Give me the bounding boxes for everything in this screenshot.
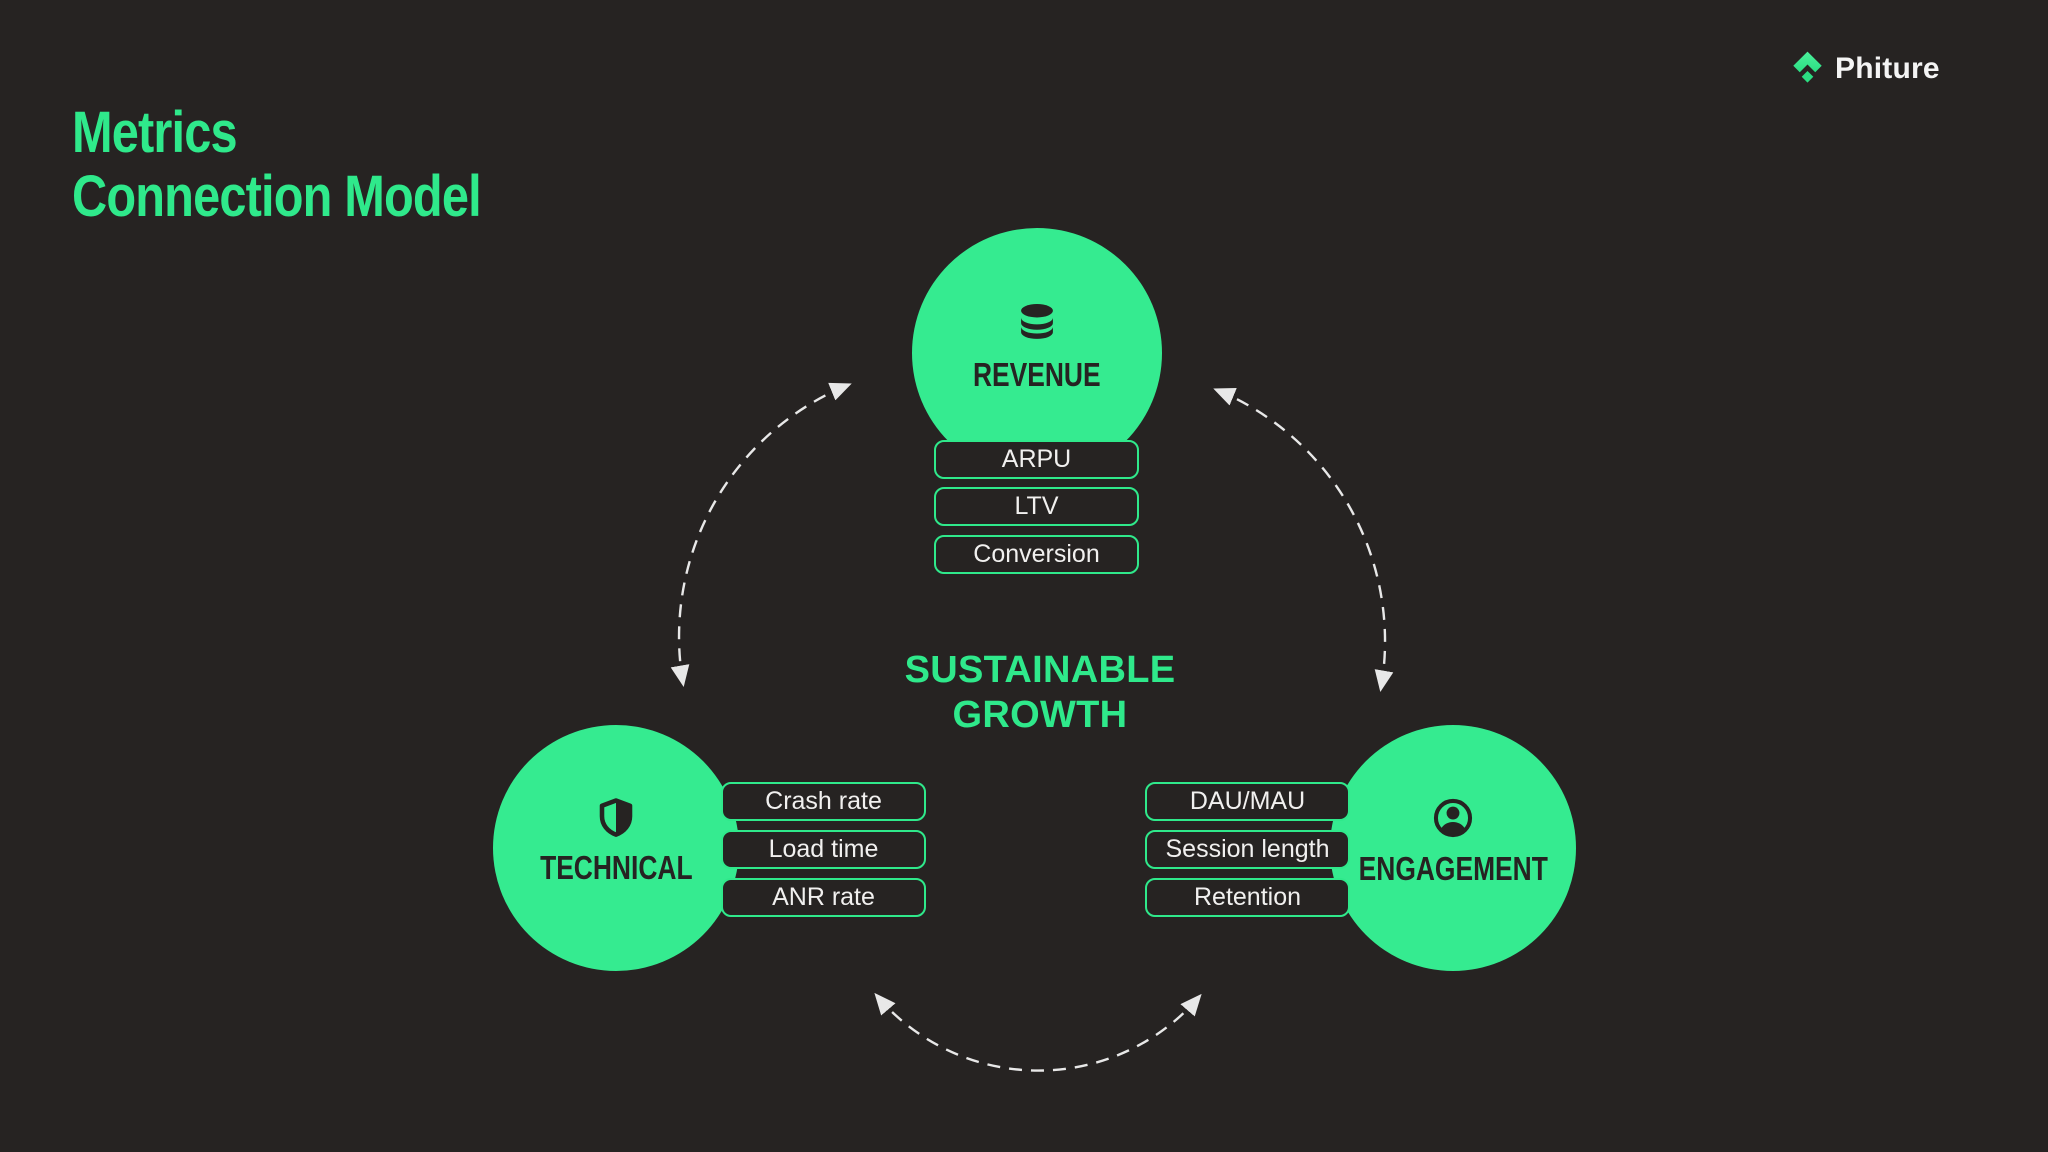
page-title-line2: Connection Model <box>72 163 482 229</box>
arrow-technical-revenue <box>670 382 852 687</box>
center-label-line2: GROWTH <box>952 694 1128 736</box>
page-title-line1: Metrics <box>72 99 238 165</box>
center-label-line1: SUSTAINABLE <box>904 649 1176 691</box>
database-icon <box>1021 304 1053 339</box>
sustainable-growth-label: SUSTAINABLE GROWTH <box>840 648 1240 738</box>
node-engagement: ENGAGEMENT <box>1330 725 1576 971</box>
page-title: Metrics Connection Model <box>72 99 482 229</box>
metric-pill-crash-rate: Crash rate <box>721 782 926 821</box>
brand-name: Phiture <box>1835 52 1940 85</box>
arrow-technical-engagement <box>874 992 1202 1072</box>
shield-icon <box>599 798 633 837</box>
node-technical: TECHNICAL <box>493 725 739 971</box>
metric-pill-anr-rate: ANR rate <box>721 878 926 917</box>
metric-pill-dau-mau: DAU/MAU <box>1145 782 1350 821</box>
node-revenue-label: REVENUE <box>973 356 1101 393</box>
metric-pill-ltv: LTV <box>934 487 1139 526</box>
metric-pill-session-length: Session length <box>1145 830 1350 869</box>
metric-pill-conversion: Conversion <box>934 535 1139 574</box>
brand-logo: Phiture <box>1792 50 1940 88</box>
user-circle-icon <box>1433 798 1473 838</box>
node-revenue: REVENUE <box>912 228 1162 478</box>
node-technical-label: TECHNICAL <box>539 849 693 886</box>
metric-pill-load-time: Load time <box>721 830 926 869</box>
node-engagement-label: ENGAGEMENT <box>1358 850 1548 887</box>
arrow-revenue-engagement <box>1213 387 1394 692</box>
metric-pill-arpu: ARPU <box>934 440 1139 479</box>
metric-pill-retention: Retention <box>1145 878 1350 917</box>
phiture-logo-icon <box>1793 51 1822 83</box>
